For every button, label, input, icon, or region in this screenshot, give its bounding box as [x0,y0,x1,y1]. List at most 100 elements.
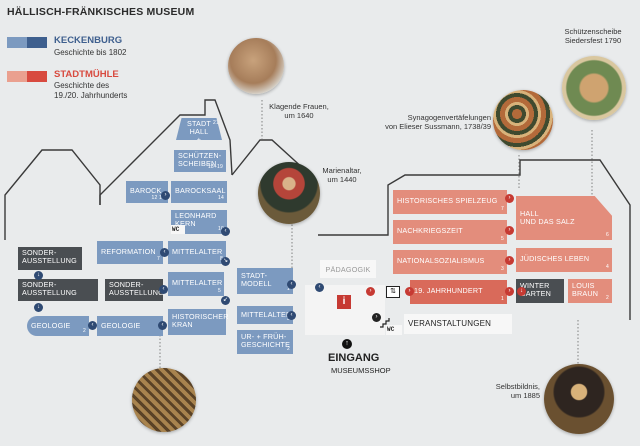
room-mittelalter-low[interactable]: MITTELALTER 3 [237,306,293,324]
arrow-icon: › [405,287,414,296]
arrow-icon: › [505,194,514,203]
room-number: 21 [213,120,219,126]
arrow-icon: ↘ [221,257,230,266]
room-nationalsozialismus[interactable]: NATIONALSOZIALISMUS 3 [393,250,507,274]
artwork-schuetzenscheibe [562,56,626,120]
room-sonder-2[interactable]: SONDER- AUSSTELLUNG [18,279,98,301]
room-paedagogik[interactable]: PÄDAGOGIK [320,260,376,278]
arrow-icon: › [161,191,170,200]
room-label: AUSSTELLUNG [22,256,77,265]
room-number: 18+19 [207,164,223,170]
room-label: + UMLAND [183,135,215,152]
entrance-arrow-icon: ↑ [342,339,352,349]
room-label: 19. JAHRHUNDERT [414,286,483,295]
caption-line: Schützenscheibe [564,27,622,36]
legend-swatch-light [7,71,27,82]
room-label: HALL [520,209,539,218]
room-label: LEONHARD [175,211,217,220]
arrow-icon: › [505,256,514,265]
room-mittelalter-upper[interactable]: MITTELALTER 8 [168,241,226,264]
elevator-icon: ⇅ [386,286,400,298]
caption-klagende: Klagende Frauen, um 1640 [264,102,334,120]
room-label: SCHÜTZEN- [178,151,222,160]
caption-line: um 1885 [510,391,540,400]
room-reformation[interactable]: REFORMATION 7 [97,241,163,264]
room-label: KRAN [172,320,193,329]
room-number: 5 [218,288,221,294]
stairs-icon [380,318,390,328]
room-schuetzenscheiben[interactable]: SCHÜTZEN- SCHEIBEN 18+19 [174,150,226,172]
room-number: 10 [218,225,224,233]
room-label: SCHEIBEN [178,159,217,168]
room-winter-garten[interactable]: WINTER GARTEN [516,279,564,303]
room-number: 2 [83,328,86,334]
room-label: SONDER- [22,280,57,289]
room-label: BAROCKSAAL [175,186,226,195]
room-geologie-left[interactable]: GEOLOGIE 2 [27,316,89,336]
room-number: 1 [501,296,504,302]
legend-stadtmuehle-sub2: 19./20. Jahrhunderts [54,91,128,100]
room-number: 3 [501,266,504,272]
entrance-sub: MUSEUMSSHOP [331,366,391,375]
room-label: HISTORISCHES SPIELZEUG [397,196,498,205]
room-number: 12 13 [151,195,165,201]
legend-keckenburg [7,37,47,48]
room-historischer-kran[interactable]: HISTORISCHER KRAN [168,309,228,335]
room-juedisches-leben[interactable]: JÜDISCHES LEBEN 4 [516,248,612,272]
artwork-historischer-kran [132,368,196,432]
legend-swatch-dark [27,37,47,48]
room-mittelalter-mid[interactable]: MITTELALTER 5 [168,272,224,296]
arrow-icon: › [505,287,514,296]
room-historisches-spielzeug[interactable]: HISTORISCHES SPIELZEUG 7 [393,190,507,214]
room-label: NACHKRIEGSZEIT [397,226,463,235]
room-label: MITTELALTER [241,310,292,319]
room-barocksaal[interactable]: BAROCKSAAL 14 [171,181,227,203]
room-number: 4 [606,264,609,270]
room-label: AUSSTELLUNG [109,288,164,297]
wc-sign: WC [171,225,185,234]
room-ur-fruehgeschichte[interactable]: UR- + FRÜH- GESCHICHTE 2 [237,330,293,354]
room-louis-braun[interactable]: LOUIS BRAUN 2 [568,279,612,303]
caption-line: Siedersfest 1790 [564,36,622,45]
room-label: WINTER [520,281,550,290]
artwork-selbstbildnis [544,364,614,434]
legend-stadtmuehle-heading: STADTMÜHLE [54,69,119,80]
caption-schuetzenscheibe: Schützenscheibe Siedersfest 1790 [548,27,638,45]
caption-selbstbildnis: Selbstbildnis, um 1885 [476,382,540,400]
arrow-icon: ↓ [517,287,526,296]
room-label: MITTELALTER [172,247,223,256]
room-label: GARTEN [520,289,552,298]
legend-keckenburg-heading: KECKENBURG [54,35,123,46]
room-stadt-hall[interactable]: STADT HALL + UMLAND 21 [176,118,222,140]
room-sonder-1[interactable]: SONDER- AUSSTELLUNG [18,247,82,270]
room-stadtmodell[interactable]: STADT- MODELL 1 [237,268,293,294]
room-label: NATIONALSOZIALISMUS [397,256,485,265]
room-label: STADT- [241,271,268,280]
room-label: SONDER- [22,248,57,257]
room-nachkriegszeit[interactable]: NACHKRIEGSZEIT 5 [393,220,507,244]
artwork-klagende-frauen [228,38,284,94]
room-barock[interactable]: BAROCK 12 13 [126,181,168,203]
room-number: 14 [218,195,224,201]
artwork-marienaltar [258,162,320,224]
info-icon[interactable]: i [337,295,351,309]
room-number: 2 [287,346,290,352]
arrow-icon: ↙ [221,296,230,305]
arrow-icon: ‹ [315,283,324,292]
wc-sign-bottom: WC [386,325,402,335]
arrow-icon: › [372,313,381,322]
arrow-icon: ↓ [34,303,43,312]
room-19-jahrhundert[interactable]: 19. JAHRHUNDERT 1 [410,280,507,304]
room-label: LOUIS [572,281,595,290]
caption-line: von Elieser Sussmann, 1738/39 [385,122,491,131]
room-veranstaltungen[interactable]: VERANSTALTUNGEN [404,314,512,334]
caption-marienaltar: Marienaltar, um 1440 [310,166,374,184]
room-geologie-right[interactable]: GEOLOGIE [97,316,163,336]
room-label: AUSSTELLUNG [22,288,77,297]
arrow-icon: ‹ [287,280,296,289]
arrow-icon: ‹ [287,311,296,320]
room-hall-salz[interactable]: HALL UND DAS SALZ 6 [516,196,612,240]
legend-swatch-dark [27,71,47,82]
room-sonder-3[interactable]: SONDER- AUSSTELLUNG [105,279,164,301]
